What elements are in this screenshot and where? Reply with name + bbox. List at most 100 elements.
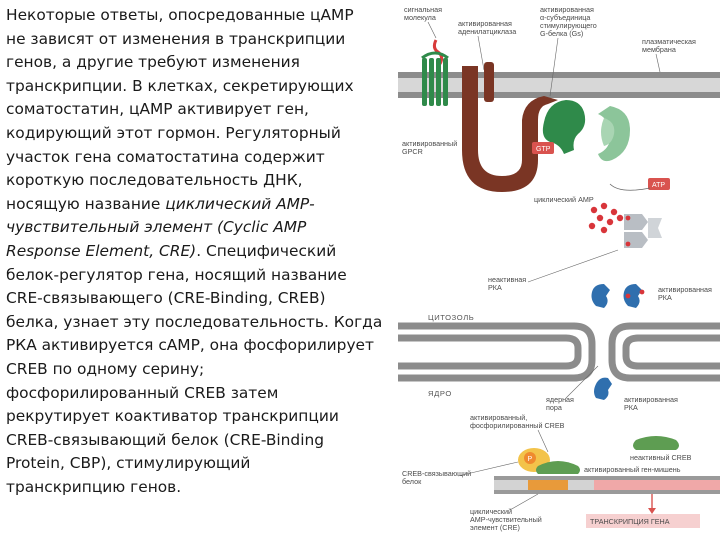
italic-term: чувствительный элемент (Cyclic AMP <box>6 218 307 237</box>
text-line: белка, узнает эту последовательность. Ко… <box>6 312 383 331</box>
text-line: кодирующий этот гормон. Регуляторный <box>6 123 341 142</box>
camp-molecules <box>588 202 624 234</box>
label-inactive-creb: неактивный CREB <box>630 453 692 462</box>
activated-pka-top-2 <box>623 284 642 308</box>
pointer-line <box>537 429 549 453</box>
label-activated-gpcr: активированный <box>402 139 457 148</box>
label-camp: циклический АМР <box>534 195 594 204</box>
camp-bound <box>625 241 631 247</box>
camp-bound <box>625 293 631 299</box>
text-line: Protein, CBP), стимулирующий <box>6 454 251 473</box>
label-activated-pka-bottom: активированная <box>624 395 678 404</box>
pointer-line <box>509 493 539 511</box>
label-phosphate: P <box>528 456 533 463</box>
adenylate-cyclase-tm <box>484 62 494 102</box>
label-activated-creb: фосфорилированный CREB <box>470 421 565 430</box>
activated-pka-nucleus <box>594 377 612 400</box>
label-activated-g-alpha: стимулирующего <box>540 21 597 30</box>
pointer-line <box>457 461 519 477</box>
nuclear-envelope-right-inner <box>622 334 720 370</box>
dna-lower <box>494 490 720 494</box>
text-line: белок-регулятор гена, носящий название <box>6 265 347 284</box>
text-line: транскрипции. В клетках, секретирующих <box>6 76 354 95</box>
gpcr-receptor <box>421 51 449 106</box>
activated-creb <box>536 461 580 474</box>
label-cre: циклический <box>470 507 512 516</box>
text-segment: . Специфический <box>196 241 337 260</box>
label-gtp: GTP <box>536 146 551 153</box>
italic-term: Response Element, CRE) <box>6 241 197 260</box>
nuclear-envelope-right <box>608 322 720 382</box>
label-inactive-pka: РКА <box>488 283 502 292</box>
transcription-arrowhead <box>648 508 656 514</box>
activated-pka-top <box>591 284 610 308</box>
text-line: генов, а другие требуют изменения <box>6 53 300 72</box>
cre-element <box>528 480 568 490</box>
pointer-line <box>477 35 485 71</box>
label-plasma-membrane: плазматическая <box>642 37 696 46</box>
label-activated-pka-top: РКА <box>658 293 672 302</box>
label-activated-gene: активированный ген-мишень <box>584 465 681 474</box>
label-nuclear-pore: пора <box>546 403 562 412</box>
label-activated-adenylate-cyclase: активированная <box>458 19 512 28</box>
membrane-upper-edge <box>398 72 720 78</box>
camp-bound <box>625 215 631 221</box>
atp-arrow <box>609 183 651 191</box>
label-atp: ATP <box>652 182 665 189</box>
text-line: не зависят от изменения в транскрипции <box>6 29 346 48</box>
pointer-line <box>427 21 437 39</box>
text-line: участок гена соматостатина содержит <box>6 147 325 166</box>
text-line: Некоторые ответы, опосредованные цАМР <box>6 6 354 24</box>
nuclear-envelope-left-inner <box>398 334 582 370</box>
label-activated-g-alpha: α-субъединица <box>540 13 590 22</box>
pointer-line <box>527 249 619 283</box>
label-activated-pka-bottom: РКА <box>624 403 638 412</box>
label-nucleus: ЯДРО <box>428 389 452 398</box>
phosphate-badge <box>524 452 536 464</box>
dna-upper <box>494 476 720 480</box>
text-line: соматостатин, цАМР активирует ген, <box>6 100 309 119</box>
text-line: РКА активируется сАМР, она фосфорилирует <box>6 336 374 355</box>
label-activated-pka-top: активированная <box>658 285 712 294</box>
gtp-badge <box>532 142 554 154</box>
camp-bound <box>639 289 645 295</box>
pointer-line <box>655 53 661 73</box>
label-activated-adenylate-cyclase: аденилатциклаза <box>458 27 516 36</box>
pointer-line <box>565 365 599 399</box>
pointer-line <box>549 37 559 97</box>
italic-term: циклический АМР- <box>165 194 315 213</box>
label-cbp: белок <box>402 477 422 486</box>
label-signal-molecule: молекула <box>404 13 436 22</box>
label-nuclear-pore: ядерная <box>546 395 574 404</box>
g-alpha-subunit <box>542 100 586 154</box>
label-plasma-membrane: мембрана <box>642 45 676 54</box>
text-line: транскрипцию генов. <box>6 477 182 496</box>
label-cytosol: ЦИТОЗОЛЬ <box>428 313 474 322</box>
label-activated-creb: активированный, <box>470 413 527 422</box>
g-beta-gamma-inner <box>601 118 615 146</box>
label-transcription: ТРАНСКРИПЦИЯ ГЕНА <box>590 517 670 526</box>
text-segment: носящую название <box>6 194 166 213</box>
text-line: CREB по одному серину; <box>6 359 205 378</box>
text-line: короткую последовательность ДНК, <box>6 171 303 190</box>
camp-pathway-diagram: сигнальная молекула активированная адени… <box>398 5 720 532</box>
nuclear-envelope-left <box>398 322 596 382</box>
label-inactive-pka: неактивная <box>488 275 526 284</box>
label-activated-g-alpha: G-белка (Gs) <box>540 29 583 38</box>
label-signal-molecule: сигнальная <box>404 5 442 14</box>
body-text: Некоторые ответы, опосредованные цАМР не… <box>6 4 398 499</box>
label-cre: элемент (CRE) <box>470 523 520 532</box>
text-line: Response Element, CRE). Специфический <box>6 240 398 264</box>
label-cre: АМР-чувствительный <box>470 515 542 524</box>
inactive-creb <box>633 436 679 450</box>
label-activated-g-alpha: активированная <box>540 5 594 14</box>
transcription-box <box>586 514 700 528</box>
text-line: носящую название циклический АМР- <box>6 193 398 217</box>
text-line: чувствительный элемент (Cyclic AMP <box>6 216 398 240</box>
target-gene-region <box>594 480 720 490</box>
text-line: фосфорилированный CREB затем <box>6 383 279 402</box>
text-line: CREB-связывающий белок (CRE-Binding <box>6 430 324 449</box>
text-line: рекрутирует коактиватор транскрипции <box>6 407 339 426</box>
label-activated-gpcr: GPCR <box>402 147 423 156</box>
membrane-lower-edge <box>398 92 720 98</box>
